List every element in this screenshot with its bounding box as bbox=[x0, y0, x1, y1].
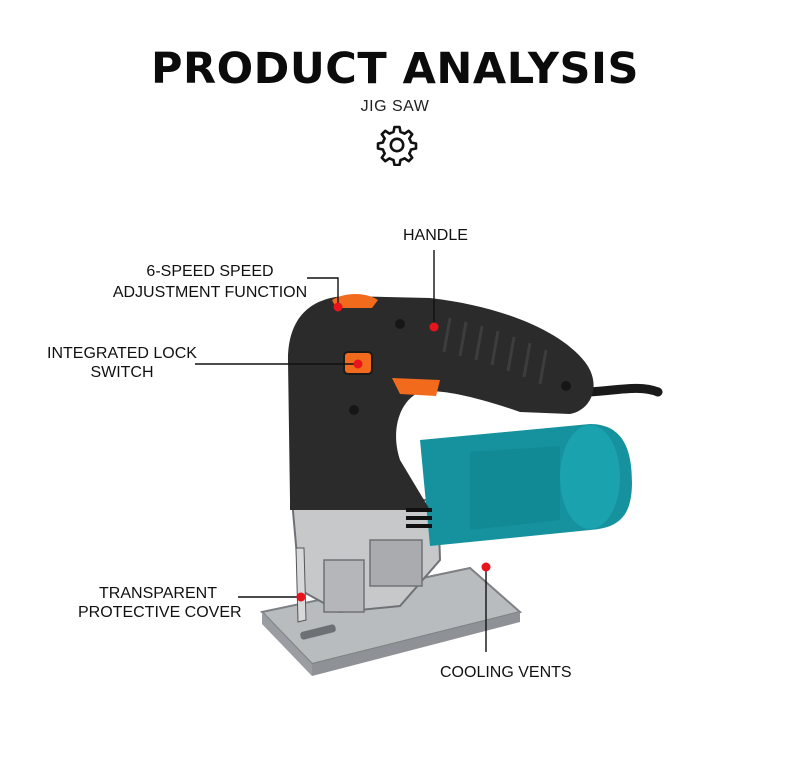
trigger bbox=[392, 378, 440, 396]
lock-label-line2: SWITCH bbox=[90, 364, 154, 381]
vents-marker bbox=[481, 562, 491, 572]
handle-label: HANDLE bbox=[403, 227, 468, 244]
lock-label-line1: INTEGRATED LOCK bbox=[47, 345, 197, 362]
lock-marker bbox=[353, 359, 363, 369]
speed-marker bbox=[333, 302, 343, 312]
gear-icon bbox=[376, 125, 418, 166]
cover-marker bbox=[296, 592, 306, 602]
cover-label-line1: TRANSPARENT bbox=[99, 585, 217, 602]
saw-blade bbox=[295, 547, 307, 623]
handle-grip bbox=[442, 317, 548, 385]
handle-marker bbox=[429, 322, 439, 332]
speed-label-line1: 6-SPEED SPEED bbox=[146, 263, 274, 280]
tool-body bbox=[288, 296, 594, 510]
speed-label-line2: ADJUSTMENT FUNCTION bbox=[112, 284, 308, 301]
speed-adjustment-label: 6-SPEED SPEED ADJUSTMENT FUNCTION bbox=[112, 262, 308, 302]
page-subtitle: JIG SAW bbox=[360, 98, 430, 115]
protective-cover-label: TRANSPARENT PROTECTIVE COVER bbox=[78, 584, 242, 622]
speed-callout-line bbox=[307, 277, 339, 305]
cover-label-line2: PROTECTIVE COVER bbox=[78, 604, 242, 621]
page-title: PRODUCT ANALYSIS bbox=[151, 44, 639, 94]
power-cord bbox=[585, 383, 663, 397]
lock-switch-label: INTEGRATED LOCK SWITCH bbox=[44, 344, 200, 382]
speed-dial bbox=[332, 294, 378, 308]
cooling-vents-label: COOLING VENTS bbox=[440, 664, 572, 681]
